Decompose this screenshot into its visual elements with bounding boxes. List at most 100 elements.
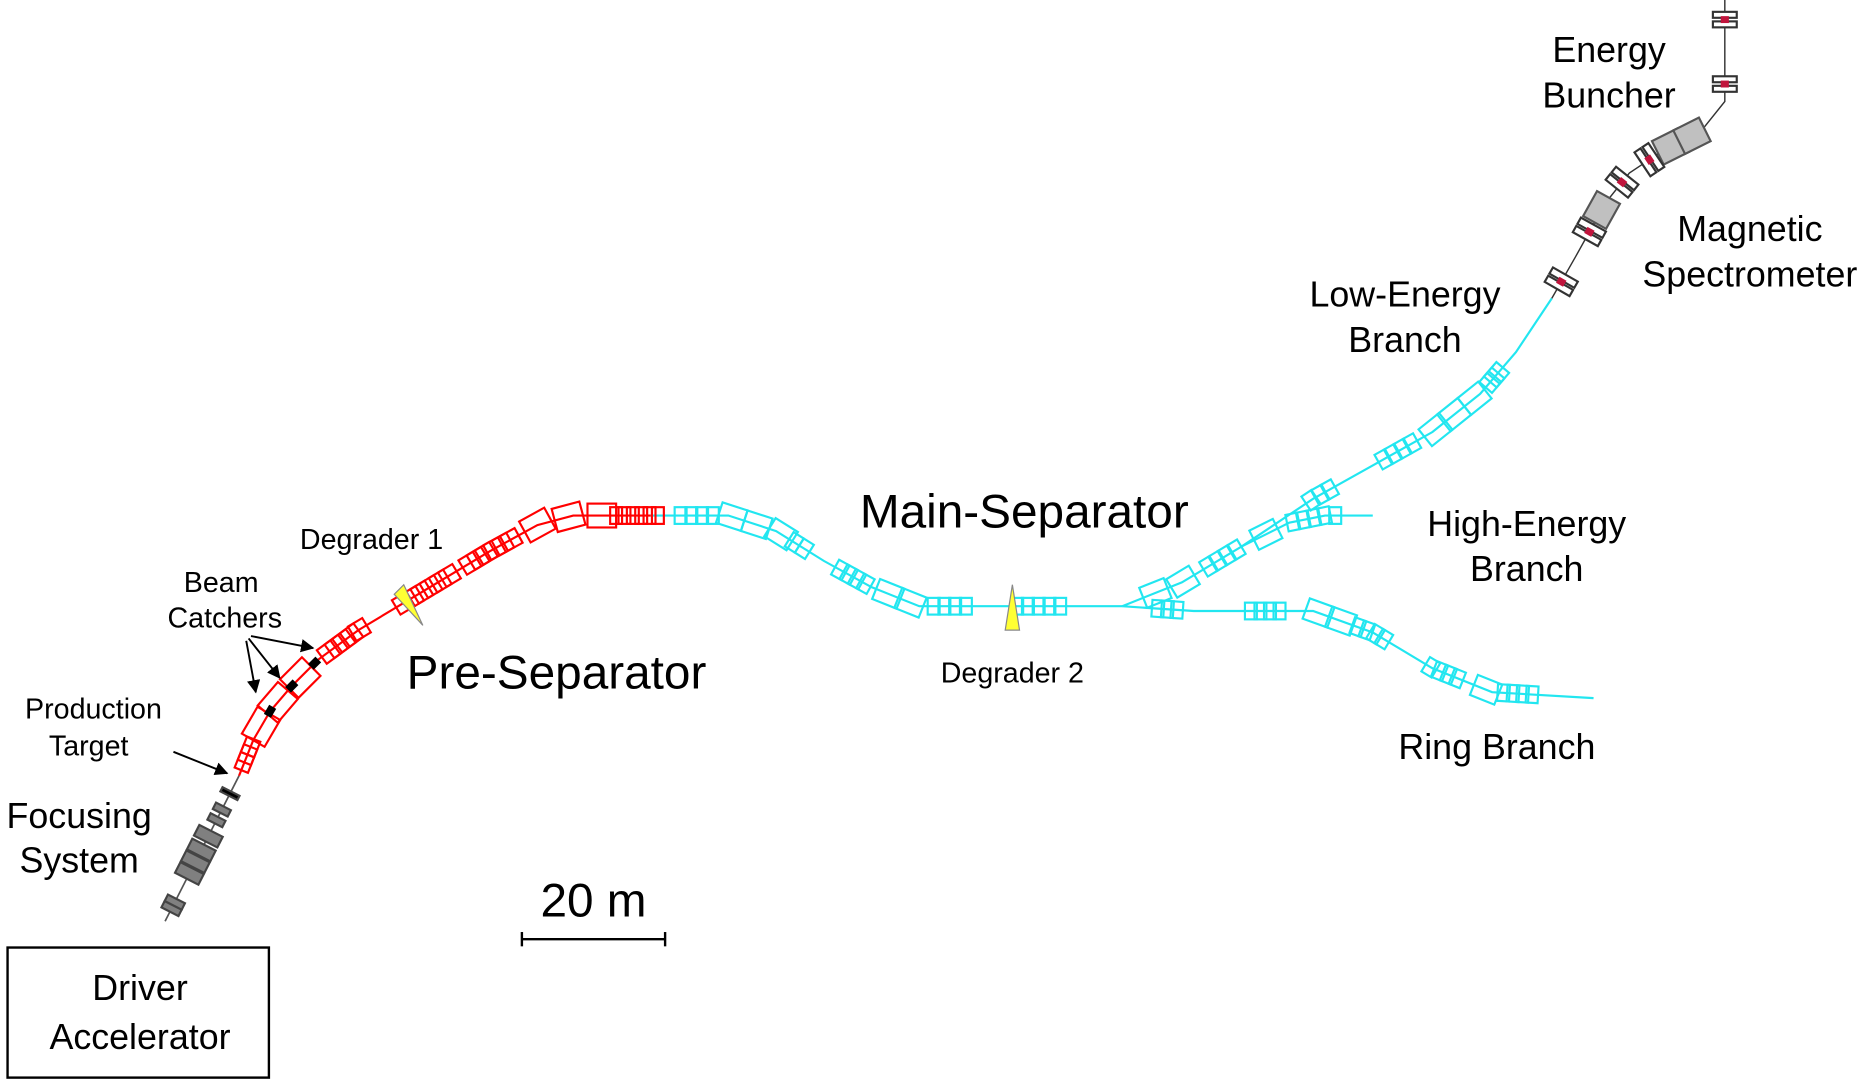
ring-branch-magnet (1505, 683, 1521, 704)
high-energy-magnet (1247, 517, 1284, 552)
ring-branch-magnet (1323, 605, 1359, 637)
low-energy-magnet (1417, 411, 1454, 448)
pre-separator-magnet (642, 506, 657, 525)
focusing-magnet (192, 823, 225, 849)
main-separator-magnet (948, 596, 963, 616)
main-separator-beamline (650, 514, 1123, 608)
pre-separator-magnet (634, 506, 649, 525)
ring-branch-magnet (1429, 659, 1450, 683)
main-separator-magnet (937, 596, 952, 616)
low-energy-magnet (1373, 447, 1395, 471)
pre-separator-magnet (617, 506, 632, 525)
pre-separator-magnet (650, 506, 665, 525)
spectrometer-dipole (1581, 189, 1622, 231)
low-energy-magnet (1482, 365, 1506, 389)
pre-separator-magnet (550, 500, 587, 534)
pre-separator-magnet (625, 506, 640, 525)
high-energy-branch-beamline (1121, 514, 1373, 608)
label-main-separator: Main-Separator (860, 485, 1189, 538)
pre-separator-magnet (323, 633, 350, 660)
ring-branch-magnet (1419, 655, 1442, 680)
ring-branch-magnet (1348, 615, 1368, 639)
main-separator-magnet (1042, 596, 1057, 616)
main-separator-magnet (958, 596, 973, 616)
label-pre-separator: Pre-Separator (407, 647, 707, 700)
main-separator-magnet (829, 558, 852, 582)
spectrometer-dipole (1671, 116, 1713, 156)
low-energy-magnet (1391, 437, 1414, 461)
high-energy-magnet (1225, 538, 1248, 562)
main-separator-magnet (846, 567, 868, 591)
spectrometer-coil (1720, 80, 1729, 88)
low-energy-magnet (1487, 360, 1511, 384)
main-separator-magnet (762, 516, 800, 552)
ring-branch-magnet (1169, 600, 1185, 620)
focusing-magnet (173, 860, 206, 887)
pre-separator-magnet (408, 579, 435, 606)
high-energy-magnet (1137, 576, 1173, 610)
high-energy-magnet (1315, 505, 1334, 527)
high-energy-magnet (1328, 506, 1343, 525)
pre-separator-magnet (498, 526, 525, 553)
pre-separator-magnet (346, 616, 373, 643)
spectrometer-coil (1616, 176, 1628, 188)
spectrometer-coil (1556, 276, 1567, 287)
main-separator-magnet (673, 506, 688, 525)
pre-separator-magnet (490, 531, 516, 557)
high-energy-magnet (1206, 549, 1229, 573)
pre-separator-magnet (465, 545, 491, 572)
focusing-magnet (205, 811, 227, 829)
ring-branch-magnet (1262, 601, 1278, 621)
low-energy-branch-beamline (1240, 297, 1553, 548)
beam-catcher (285, 679, 299, 693)
ring-branch-magnet (1243, 601, 1258, 621)
low-energy-magnet (1318, 477, 1341, 502)
low-energy-magnet (1382, 442, 1404, 466)
beamline-elements (159, 10, 1738, 918)
scale-bar: 20 m (520, 875, 667, 947)
high-energy-magnet (1164, 564, 1202, 600)
beam-catcher (307, 656, 322, 670)
pre-separator-magnet (586, 502, 618, 529)
focusing-magnet (185, 837, 218, 863)
main-separator-magnet (1031, 596, 1046, 616)
ring-branch-magnet (1357, 619, 1377, 642)
main-separator-magnet (926, 596, 941, 616)
pre-separator-magnet (330, 627, 358, 654)
high-energy-magnet (1294, 509, 1313, 531)
focusing-magnet (179, 848, 212, 875)
ring-branch-beamline (1122, 605, 1594, 700)
pre-separator-magnet (456, 550, 483, 577)
main-separator-magnet (695, 506, 710, 525)
ring-branch-magnet (1253, 601, 1268, 621)
pre-separator-magnet (481, 535, 508, 562)
focusing-magnet (218, 785, 241, 802)
pre-separator-magnet (436, 562, 463, 589)
ring-branch-magnet (1495, 683, 1512, 703)
ring-branch-magnet (1514, 684, 1531, 704)
spectrometer-coil (1644, 154, 1655, 165)
ring-branch-magnet (1150, 598, 1166, 619)
label-degrader-2: Degrader 2 (941, 658, 1084, 690)
focusing-magnet (163, 893, 187, 912)
pre-separator-magnet (315, 638, 342, 666)
pre-separator-magnet (418, 573, 444, 600)
main-separator-magnet (1053, 596, 1068, 616)
main-separator-magnet (837, 562, 860, 587)
main-separator-magnet (1020, 596, 1035, 616)
degrader-1-wedge (393, 583, 424, 626)
main-separator-magnet (793, 536, 816, 561)
ring-branch-magnet (1372, 627, 1395, 651)
scale-bar-label: 20 m (540, 875, 646, 928)
production-target-arrow (173, 750, 229, 776)
label-degrader-1: Degrader 1 (300, 524, 443, 556)
ring-branch-magnet (1524, 684, 1540, 705)
pre-separator-magnet (609, 506, 624, 525)
